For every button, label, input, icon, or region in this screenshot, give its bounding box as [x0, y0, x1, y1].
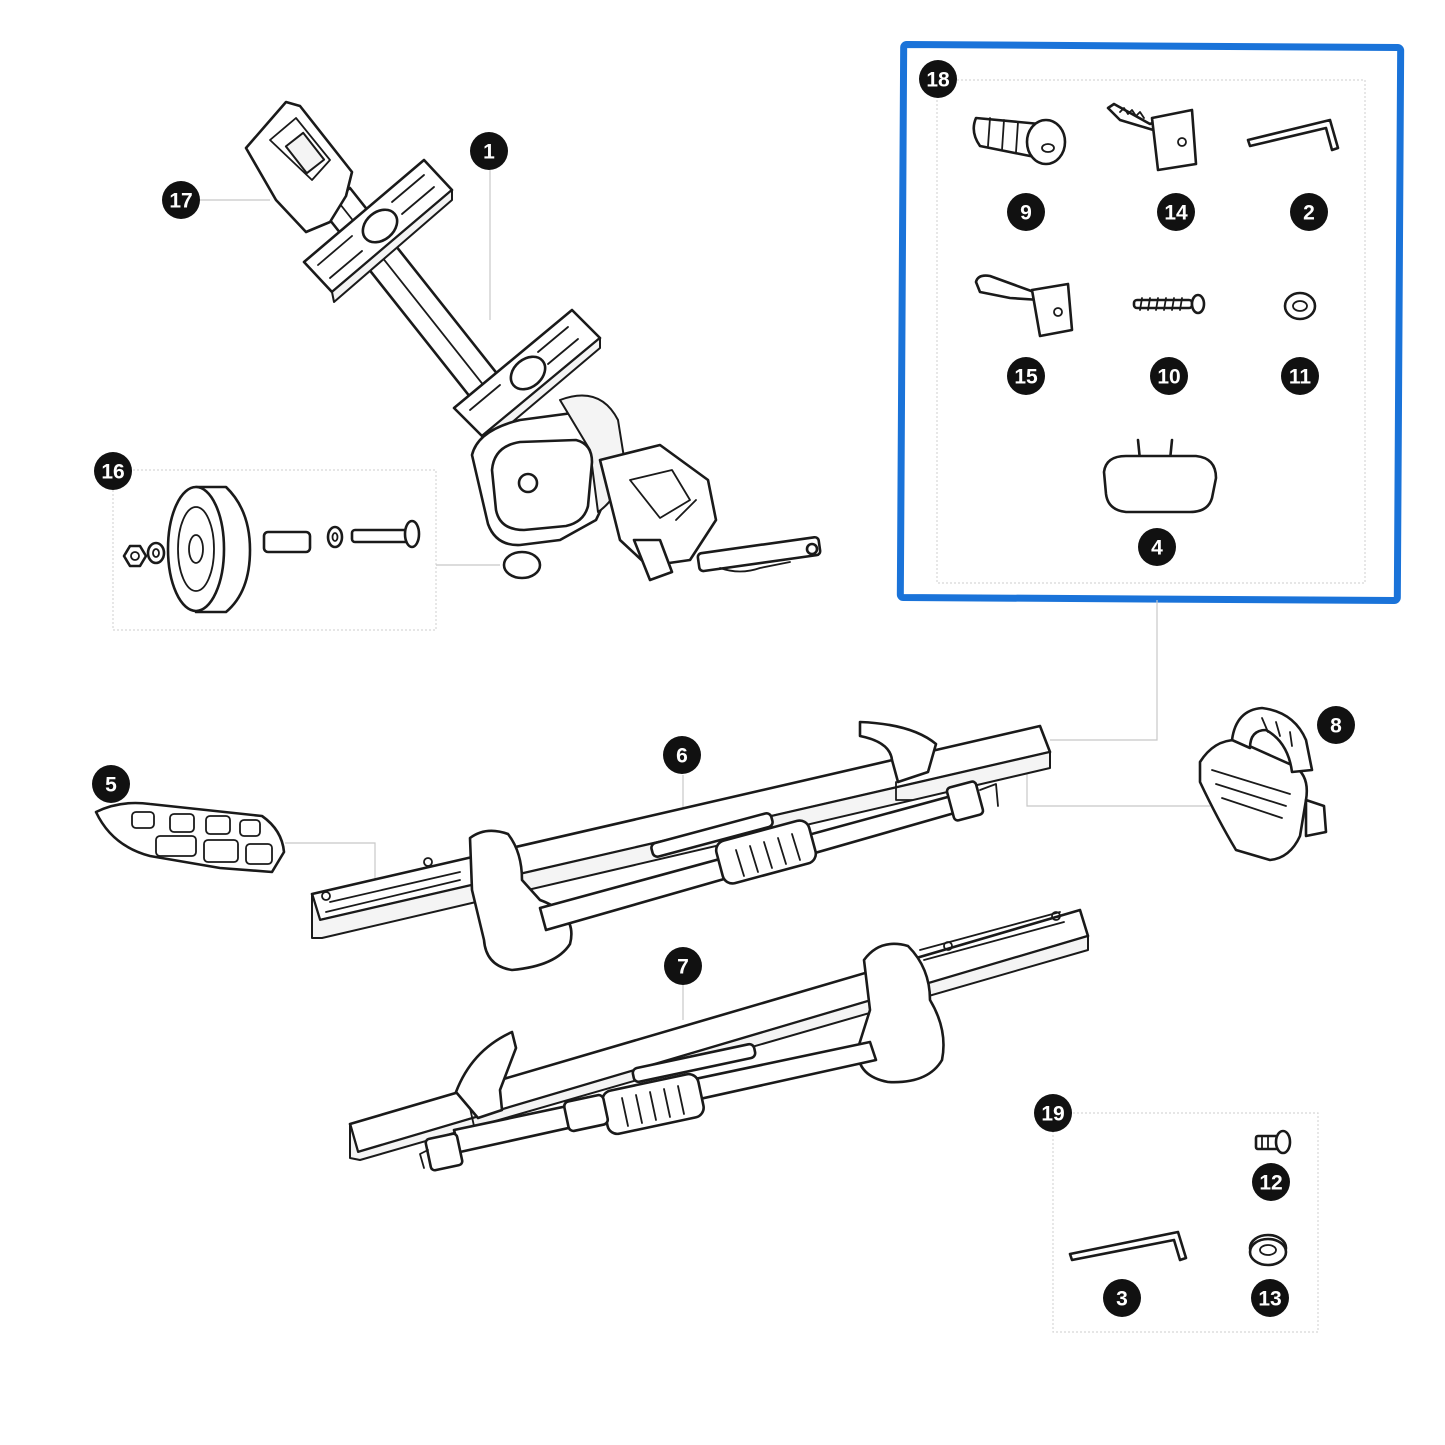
callout-15: 15: [1007, 357, 1045, 395]
svg-text:16: 16: [101, 461, 124, 484]
part-small-bolt: [1254, 1129, 1292, 1155]
bracket-arm: [598, 443, 718, 568]
svg-text:4: 4: [1151, 537, 1163, 560]
highlight-frame-18: [896, 41, 1405, 604]
part-screw: [1132, 293, 1206, 315]
part-upper-arm: [310, 720, 1052, 972]
leader-18-to-6: [1050, 600, 1158, 741]
part-strap-cradle: [1198, 706, 1328, 862]
group-box-16: [112, 469, 437, 631]
lower-hook: [454, 1030, 518, 1120]
callout-18: 18: [919, 60, 957, 98]
callout-2: 2: [1290, 193, 1328, 231]
part-flat-washer: [1248, 1233, 1288, 1267]
leader-8: [1026, 770, 1210, 807]
callout-16: 16: [94, 452, 132, 490]
part-small-washer: [1283, 291, 1317, 321]
part-main-clamp-assembly: [244, 100, 822, 582]
callout-8: 8: [1317, 706, 1355, 744]
callout-13: 13: [1251, 1279, 1289, 1317]
svg-text:9: 9: [1020, 202, 1032, 225]
part-key: [1106, 102, 1198, 172]
callout-19: 19: [1034, 1094, 1072, 1132]
callout-4: 4: [1138, 528, 1176, 566]
svg-text:8: 8: [1330, 715, 1342, 738]
part-hex-key-small: [1068, 1230, 1188, 1262]
callout-14: 14: [1157, 193, 1195, 231]
svg-text:5: 5: [105, 774, 117, 797]
svg-text:7: 7: [677, 956, 689, 979]
axle-bolt: [350, 528, 414, 544]
part-lower-arm: [348, 908, 1090, 1172]
part-end-cap: [1102, 438, 1218, 514]
svg-text:14: 14: [1164, 202, 1188, 225]
svg-text:2: 2: [1303, 202, 1315, 225]
svg-text:10: 10: [1157, 366, 1180, 389]
callout-17: 17: [162, 181, 200, 219]
callout-1: 1: [470, 132, 508, 170]
callout-7: 7: [664, 947, 702, 985]
svg-text:13: 13: [1258, 1288, 1281, 1311]
part-lock-cylinder: [972, 116, 1067, 166]
callout-6: 6: [663, 736, 701, 774]
leader-5: [285, 842, 376, 880]
tray-outline: [94, 801, 286, 874]
washer-right: [326, 525, 344, 549]
washer-left: [146, 541, 166, 565]
svg-text:12: 12: [1259, 1172, 1282, 1195]
callout-10: 10: [1150, 357, 1188, 395]
upper-hook: [858, 720, 938, 784]
spacer-tube: [262, 530, 312, 554]
lower-pivot: [856, 942, 945, 1084]
group-box-19: [1052, 1112, 1319, 1333]
callout-12: 12: [1252, 1163, 1290, 1201]
callout-9: 9: [1007, 193, 1045, 231]
svg-text:1: 1: [483, 141, 495, 164]
callout-11: 11: [1281, 357, 1319, 395]
svg-text:15: 15: [1014, 366, 1038, 389]
part-wheel-tray: [94, 801, 286, 874]
svg-text:3: 3: [1116, 1288, 1128, 1311]
callout-5: 5: [92, 765, 130, 803]
small-wheel: [502, 550, 542, 580]
svg-text:17: 17: [169, 190, 192, 213]
callout-3: 3: [1103, 1279, 1141, 1317]
svg-text:6: 6: [676, 745, 688, 768]
cradle-strap: [1230, 706, 1314, 774]
lock-bar: [696, 535, 822, 573]
part-hex-key-large: [1246, 118, 1340, 152]
part-blank-key: [974, 274, 1074, 338]
svg-text:18: 18: [926, 69, 950, 92]
cradle-body: [1198, 738, 1309, 862]
group-box-18-inner: [936, 79, 1366, 584]
svg-text:11: 11: [1289, 366, 1312, 389]
svg-text:19: 19: [1041, 1103, 1064, 1126]
part-wheel-kit: [122, 485, 421, 614]
hex-nut: [122, 544, 148, 568]
